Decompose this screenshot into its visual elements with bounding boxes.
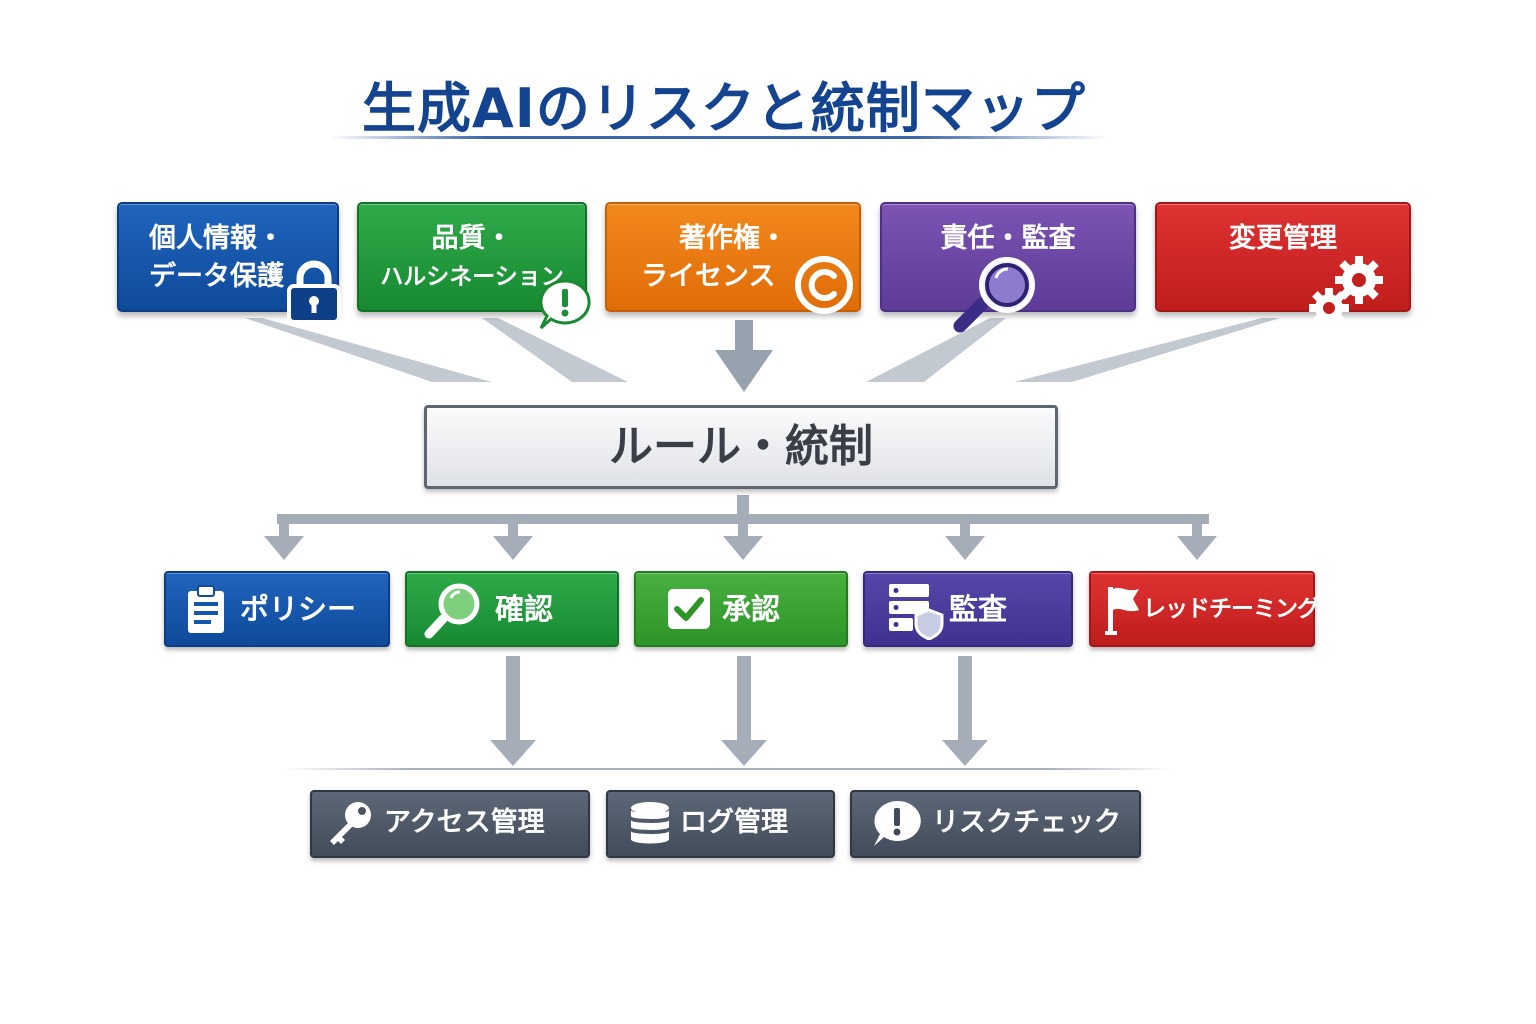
control-label: 承認 bbox=[722, 592, 781, 626]
tool-label: アクセス管理 bbox=[384, 807, 545, 838]
control-policy: ポリシー bbox=[164, 571, 390, 647]
tools-baseline bbox=[280, 768, 1176, 770]
risk-accountability: 責任・監査 bbox=[880, 202, 1136, 333]
risk-label-line1: 責任・監査 bbox=[940, 223, 1076, 254]
control-red-teaming: レッドチーミング bbox=[1089, 571, 1320, 647]
risk-label-line1: 品質・ bbox=[431, 223, 513, 254]
copyright-icon bbox=[795, 256, 853, 314]
risk-label-line2: データ保護 bbox=[149, 261, 284, 292]
risk-copyright: 著作権・ ライセンス bbox=[605, 202, 861, 314]
clipboard-icon bbox=[188, 585, 224, 633]
risk-label-line1: 変更管理 bbox=[1229, 223, 1337, 254]
server-shield-icon bbox=[889, 584, 944, 640]
magnifier-icon bbox=[953, 257, 1035, 333]
risk-label-line2: ハルシネーション bbox=[380, 264, 564, 290]
control-label: 監査 bbox=[949, 592, 1008, 626]
connector-risk-5 bbox=[1014, 318, 1280, 382]
control-approve: 承認 bbox=[634, 571, 848, 647]
distribution-tree bbox=[264, 495, 1217, 560]
tool-log-management: ログ管理 bbox=[606, 790, 835, 858]
checkbox-icon bbox=[668, 589, 710, 629]
title-underline bbox=[330, 136, 1110, 139]
connector-risk-1 bbox=[245, 318, 492, 382]
key-icon bbox=[330, 802, 371, 845]
lock-icon bbox=[287, 260, 341, 324]
control-audit: 監査 bbox=[863, 571, 1073, 647]
connector-risk-2 bbox=[482, 318, 628, 382]
control-label: ポリシー bbox=[240, 592, 357, 626]
risk-change-management: 変更管理 bbox=[1155, 202, 1411, 328]
diagram-title: 生成AIのリスクと統制マップ bbox=[362, 77, 1086, 140]
control-label: 確認 bbox=[495, 592, 554, 626]
control-verify: 確認 bbox=[405, 571, 619, 647]
connector-risk-4 bbox=[866, 318, 1006, 382]
tool-label: ログ管理 bbox=[680, 807, 788, 838]
tool-risk-check: リスクチェック bbox=[850, 790, 1141, 858]
risk-label-line1: 個人情報・ bbox=[149, 223, 284, 254]
risk-label-line1: 著作権・ bbox=[679, 223, 787, 254]
exclamation-bubble-icon bbox=[874, 800, 921, 846]
risk-quality: 品質・ ハルシネーション bbox=[357, 202, 591, 330]
magnifier-icon bbox=[424, 583, 480, 639]
risk-privacy: 個人情報・ データ保護 bbox=[117, 202, 341, 324]
gears-icon bbox=[1309, 256, 1383, 328]
tool-arrows bbox=[490, 656, 988, 766]
control-label: レッドチーミング bbox=[1143, 596, 1320, 622]
exclamation-bubble-icon bbox=[539, 279, 591, 330]
connector-risk-3 bbox=[715, 320, 773, 392]
tool-label: リスクチェック bbox=[932, 807, 1121, 838]
flag-icon bbox=[1105, 587, 1139, 635]
database-icon bbox=[631, 802, 669, 844]
risk-label-line2: ライセンス bbox=[641, 261, 776, 292]
rules-governance-box: ルール・統制 bbox=[424, 405, 1058, 489]
tool-access-management: アクセス管理 bbox=[310, 790, 590, 858]
